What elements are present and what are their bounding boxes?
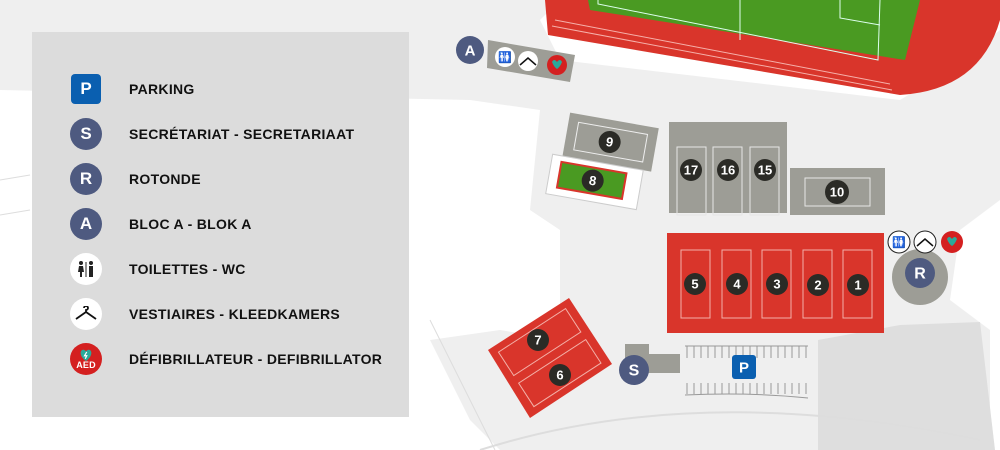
grass-area [818, 322, 995, 450]
svg-text:15: 15 [758, 163, 772, 178]
secretariat-icon: S [70, 118, 102, 150]
court-2[interactable]: 2 [807, 274, 829, 296]
svg-text:5: 5 [691, 277, 698, 292]
rotonde[interactable]: R 🚻 [887, 230, 963, 305]
bloc-a[interactable]: A 🚻 [456, 36, 575, 82]
aed-label: AED [76, 360, 96, 370]
svg-text:17: 17 [684, 163, 698, 178]
rotonde-icon: R [70, 163, 102, 195]
parking[interactable]: P [684, 345, 809, 399]
football-field [588, 0, 920, 60]
bloc-a-icon: A [70, 208, 102, 240]
legend-label: SECRÉTARIAT - SECRETARIAAT [129, 126, 355, 142]
svg-text:10: 10 [830, 185, 844, 200]
legend-label: BLOC A - BLOK A [129, 216, 252, 232]
court-6[interactable]: 6 [549, 364, 571, 386]
toilets-icon [495, 47, 515, 67]
parking-icon: P [71, 74, 101, 104]
svg-text:R: R [914, 266, 926, 283]
cloakroom-hanger-icon [913, 230, 937, 254]
aed-defibrillator-icon: AED [70, 343, 102, 375]
toilets-icon [887, 230, 911, 254]
svg-text:P: P [739, 360, 749, 377]
court-3[interactable]: 3 [766, 273, 788, 295]
secretariat[interactable]: S [619, 344, 680, 385]
legend-panel: P PARKING S SECRÉTARIAT - SECRETARIAAT R… [32, 32, 409, 417]
athletics-track [545, 0, 1000, 95]
svg-text:1: 1 [854, 278, 861, 293]
court-15[interactable]: 15 [754, 159, 776, 181]
court-4[interactable]: 4 [726, 273, 748, 295]
svg-text:4: 4 [733, 277, 741, 292]
svg-text:2: 2 [814, 278, 821, 293]
courts-6-7 [488, 298, 612, 418]
svg-text:A: A [465, 43, 476, 60]
toilets-icon [70, 253, 102, 285]
legend-label: ROTONDE [129, 171, 201, 187]
svg-text:7: 7 [534, 333, 541, 348]
svg-text:9: 9 [605, 134, 615, 150]
cloakroom-hanger-icon [518, 51, 538, 71]
heart-icon [80, 349, 92, 361]
svg-text:8: 8 [588, 173, 598, 189]
court-5[interactable]: 5 [684, 273, 706, 295]
court-7[interactable]: 7 [527, 329, 549, 351]
svg-text:6: 6 [556, 368, 563, 383]
court-16[interactable]: 16 [717, 159, 739, 181]
svg-text:3: 3 [773, 277, 780, 292]
svg-text:S: S [629, 363, 640, 380]
legend-label: PARKING [129, 81, 195, 97]
legend-label: TOILETTES - WC [129, 261, 246, 277]
legend-label: DÉFIBRILLATEUR - DEFIBRILLATOR [129, 351, 383, 367]
svg-text:🚻: 🚻 [892, 236, 906, 249]
svg-text:16: 16 [721, 163, 735, 178]
court-1[interactable]: 1 [847, 274, 869, 296]
legend-label: VESTIAIRES - KLEEDKAMERS [129, 306, 340, 322]
cloakroom-hanger-icon [70, 298, 102, 330]
svg-text:🚻: 🚻 [498, 51, 512, 64]
court-17[interactable]: 17 [680, 159, 702, 181]
